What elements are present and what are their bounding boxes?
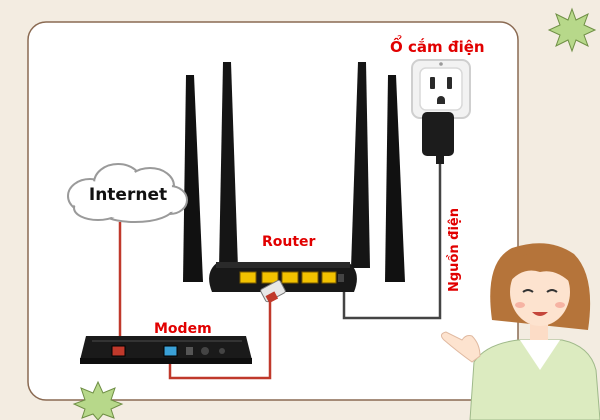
starburst-icon [72,380,124,420]
cloud-icon [67,163,188,223]
router-label: Router [262,234,316,250]
power-label: Nguồn điện [447,208,462,292]
power-adapter-icon [422,112,454,164]
ethernet-plug [260,279,286,304]
starburst-icon [547,7,597,53]
modem-router-cable [168,296,272,380]
power-outlet-icon [411,59,471,119]
modem-label: Modem [154,321,212,337]
router-icon [183,62,405,292]
internet-label: Internet [89,185,167,205]
woman-illustration [440,243,600,420]
outlet-label: Ổ cắm điện [390,34,485,56]
modem-icon [80,336,252,364]
